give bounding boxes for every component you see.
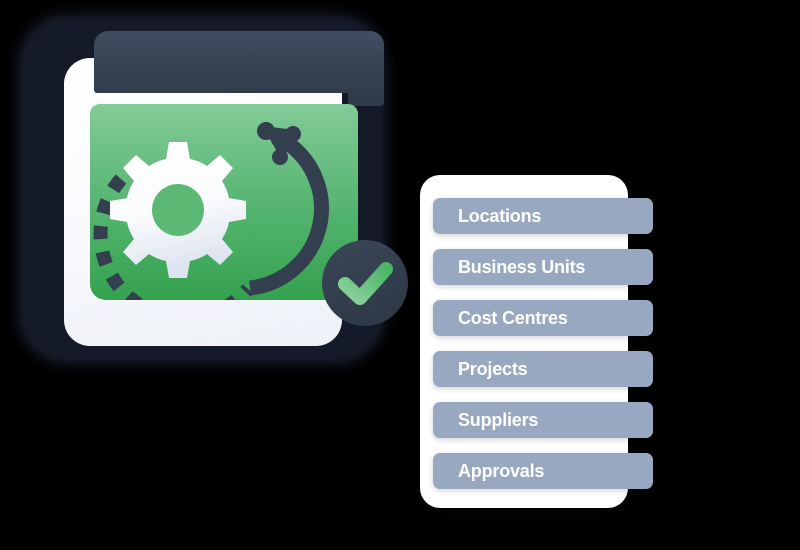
arrow-head-round-a: [257, 122, 275, 140]
arrow-head-round-b: [285, 126, 301, 142]
list-item-label: Projects: [458, 358, 528, 379]
gear-shape: [110, 142, 246, 278]
configuration-list-panel: Locations Business Units Cost Centres Pr…: [420, 175, 653, 508]
list-rows: Locations Business Units Cost Centres Pr…: [433, 198, 653, 489]
list-item-approvals[interactable]: Approvals: [433, 453, 653, 489]
list-item-cost-centres[interactable]: Cost Centres: [433, 300, 653, 336]
progress-dashed-arc: [93, 174, 254, 300]
list-item-projects[interactable]: Projects: [433, 351, 653, 387]
list-item-suppliers[interactable]: Suppliers: [433, 402, 653, 438]
list-item-business-units[interactable]: Business Units: [433, 249, 653, 285]
window-titlebar-edge: [348, 90, 384, 106]
check-mark: [338, 262, 393, 305]
list-item-label: Locations: [458, 205, 542, 226]
list-item-label: Cost Centres: [458, 307, 568, 328]
list-item-locations[interactable]: Locations: [433, 198, 653, 234]
browser-window-illustration: [0, 0, 420, 400]
check-circle-icon: [322, 240, 408, 326]
list-item-label: Suppliers: [458, 409, 539, 430]
window-viewport: [90, 104, 358, 300]
arrow-head-round-c: [272, 149, 288, 165]
list-item-label: Approvals: [458, 460, 545, 481]
refresh-arc: [249, 135, 329, 296]
gear-refresh-icon: [93, 122, 329, 300]
list-item-label: Business Units: [458, 256, 586, 277]
window-titlebar: [94, 31, 384, 93]
